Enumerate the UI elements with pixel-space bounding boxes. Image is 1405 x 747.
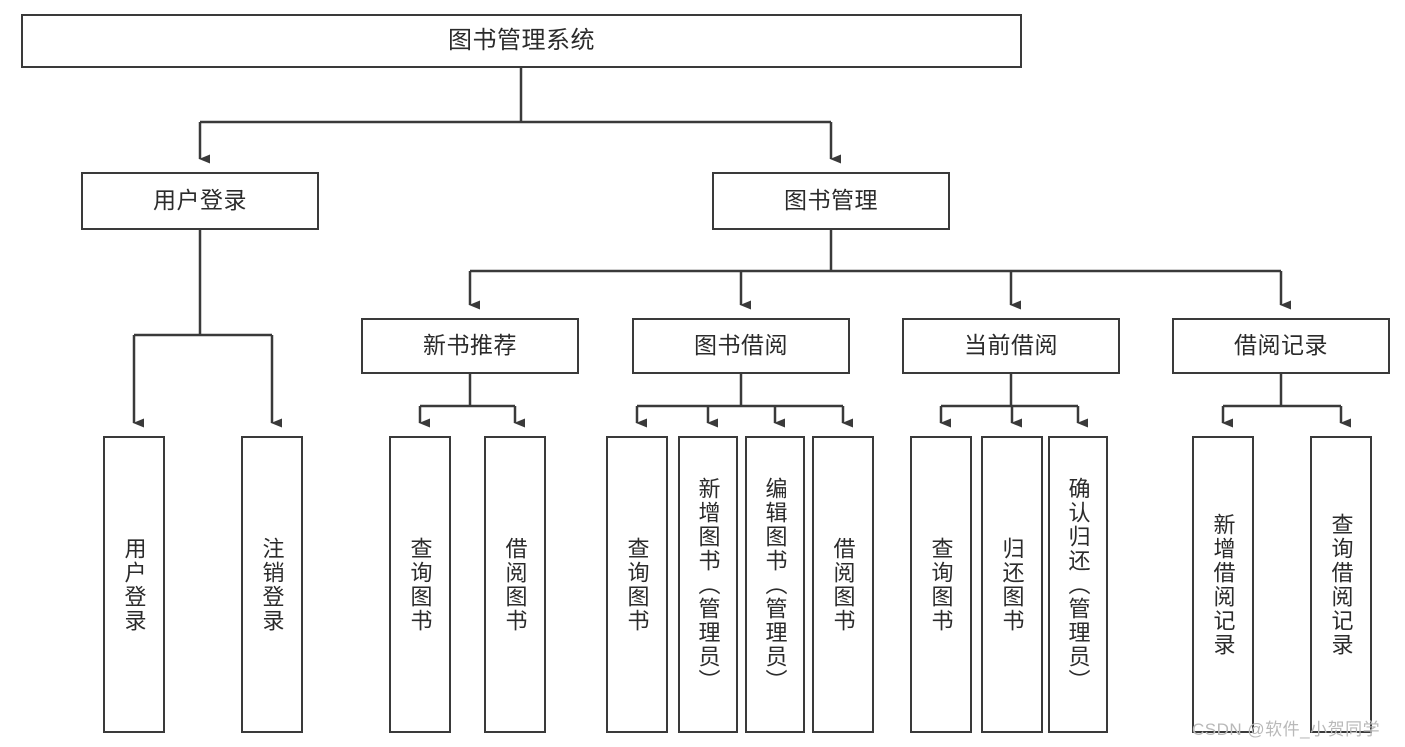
node-label-leaf-confirm-return: 确认归还（管理员） — [1065, 476, 1091, 693]
edges-root — [198, 68, 841, 164]
node-leaf-user-login[interactable]: 用户登录 — [103, 436, 165, 733]
node-label-book-borrow: 图书借阅 — [694, 332, 788, 359]
edges-book-manage — [468, 230, 1291, 310]
edges-user-login — [132, 230, 282, 428]
node-leaf-borrow-book-1[interactable]: 借阅图书 — [484, 436, 546, 733]
node-leaf-add-book[interactable]: 新增图书（管理员） — [678, 436, 738, 733]
node-leaf-query-record[interactable]: 查询借阅记录 — [1310, 436, 1372, 733]
node-label-leaf-query-book-3: 查询图书 — [928, 536, 954, 633]
node-label-leaf-query-book-2: 查询图书 — [624, 536, 650, 633]
node-label-leaf-add-record: 新增借阅记录 — [1210, 512, 1236, 657]
node-label-leaf-user-login: 用户登录 — [121, 536, 147, 633]
node-current-borrow[interactable]: 当前借阅 — [902, 318, 1120, 374]
edges-new-book-recommend — [418, 374, 525, 428]
node-book-borrow[interactable]: 图书借阅 — [632, 318, 850, 374]
node-label-leaf-user-logout: 注销登录 — [259, 536, 285, 633]
node-label-leaf-borrow-book-1: 借阅图书 — [502, 536, 528, 633]
node-label-leaf-return-book: 归还图书 — [999, 536, 1025, 633]
node-book-manage[interactable]: 图书管理 — [712, 172, 950, 230]
node-leaf-query-book-2[interactable]: 查询图书 — [606, 436, 668, 733]
node-leaf-return-book[interactable]: 归还图书 — [981, 436, 1043, 733]
node-leaf-add-record[interactable]: 新增借阅记录 — [1192, 436, 1254, 733]
node-label-new-book-recommend: 新书推荐 — [423, 332, 517, 359]
node-label-user-login: 用户登录 — [153, 187, 247, 214]
node-leaf-edit-book[interactable]: 编辑图书（管理员） — [745, 436, 805, 733]
node-label-leaf-add-book: 新增图书（管理员） — [695, 476, 721, 693]
node-label-leaf-query-record: 查询借阅记录 — [1328, 512, 1354, 657]
node-borrow-record[interactable]: 借阅记录 — [1172, 318, 1390, 374]
node-leaf-query-book-3[interactable]: 查询图书 — [910, 436, 972, 733]
edges-current-borrow — [939, 374, 1088, 428]
node-user-login[interactable]: 用户登录 — [81, 172, 319, 230]
node-label-root: 图书管理系统 — [448, 26, 595, 54]
node-label-book-manage: 图书管理 — [784, 187, 878, 214]
node-leaf-confirm-return[interactable]: 确认归还（管理员） — [1048, 436, 1108, 733]
node-label-current-borrow: 当前借阅 — [964, 332, 1058, 359]
node-leaf-user-logout[interactable]: 注销登录 — [241, 436, 303, 733]
edges-book-borrow — [635, 374, 853, 428]
node-root[interactable]: 图书管理系统 — [21, 14, 1022, 68]
csdn-watermark: CSDN @软件_小贺同学 — [1192, 720, 1381, 739]
node-label-borrow-record: 借阅记录 — [1234, 332, 1328, 359]
node-label-leaf-borrow-book-2: 借阅图书 — [830, 536, 856, 633]
edges-borrow-record — [1221, 374, 1351, 428]
node-new-book-recommend[interactable]: 新书推荐 — [361, 318, 579, 374]
node-leaf-query-book-1[interactable]: 查询图书 — [389, 436, 451, 733]
node-leaf-borrow-book-2[interactable]: 借阅图书 — [812, 436, 874, 733]
node-label-leaf-query-book-1: 查询图书 — [407, 536, 433, 633]
node-label-leaf-edit-book: 编辑图书（管理员） — [762, 476, 788, 693]
